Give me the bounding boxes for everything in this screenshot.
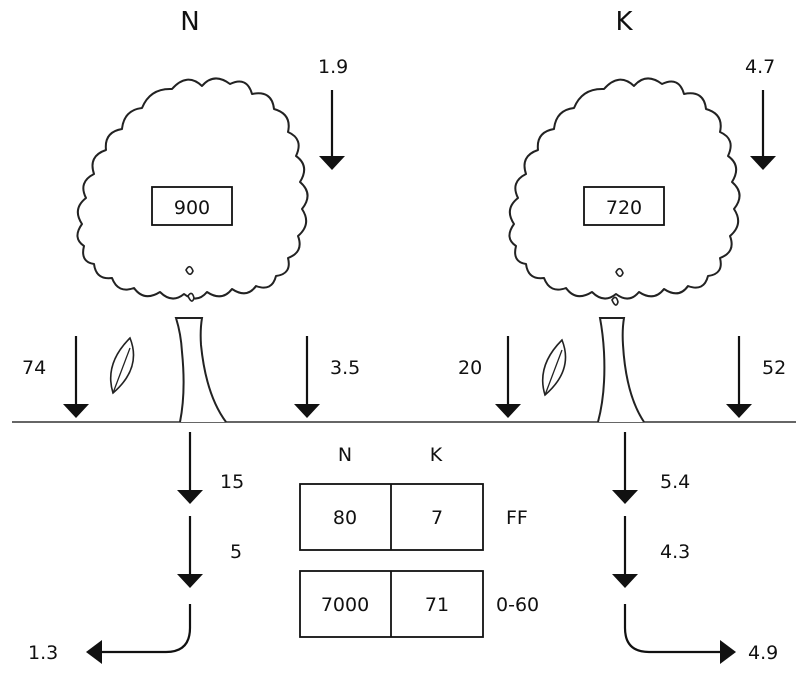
left-crown-value: 900 xyxy=(174,197,210,219)
arrow-left-soil-2 xyxy=(177,516,203,588)
arrow-right-outflow xyxy=(623,604,736,664)
table-cell-0-60-k: 71 xyxy=(425,594,449,616)
table-row-label-0-60: 0-60 xyxy=(496,594,539,616)
left-crown-value-box xyxy=(151,186,233,226)
arrow-left-litterfall xyxy=(63,336,89,418)
right-tree-trunk xyxy=(597,317,645,423)
table-cell-ff-n: 80 xyxy=(333,507,357,529)
right-crown-value-box xyxy=(583,186,665,226)
arrow-right-canopy xyxy=(750,90,776,170)
right-tree: 720 xyxy=(508,77,741,423)
right-tree-knot xyxy=(615,267,624,278)
right-header: K xyxy=(615,7,633,37)
table-col-header-k: K xyxy=(430,444,443,466)
label-right-throughfall: 52 xyxy=(762,357,786,379)
left-tree: 900 xyxy=(76,77,309,423)
right-tree-knot xyxy=(611,296,619,306)
label-right-canopy: 4.7 xyxy=(745,56,775,78)
arrow-left-soil-1 xyxy=(177,432,203,504)
arrow-right-soil-2 xyxy=(612,516,638,588)
label-right-soil-2: 4.3 xyxy=(660,541,690,563)
arrow-right-soil-1 xyxy=(612,432,638,504)
left-tree-knot xyxy=(187,292,195,302)
label-left-canopy: 1.9 xyxy=(318,56,348,78)
label-left-outflow: 1.3 xyxy=(28,642,58,664)
label-right-litterfall: 20 xyxy=(458,357,482,379)
label-right-outflow: 4.9 xyxy=(748,642,778,664)
left-tree-trunk xyxy=(174,317,227,423)
left-header: N xyxy=(180,7,199,37)
label-left-soil-1: 15 xyxy=(220,471,244,493)
arrow-left-outflow xyxy=(86,604,192,664)
soil-table: N K 80 7 FF 7000 71 0-60 xyxy=(299,444,539,638)
table-col-header-n: N xyxy=(338,444,352,466)
label-left-soil-2: 5 xyxy=(230,541,242,563)
right-leaf-icon xyxy=(541,338,567,397)
table-row-label-ff: FF xyxy=(506,507,528,529)
right-crown-value: 720 xyxy=(606,197,642,219)
label-left-litterfall: 74 xyxy=(22,357,46,379)
label-left-throughfall: 3.5 xyxy=(330,357,360,379)
arrow-right-litterfall xyxy=(495,336,521,418)
arrow-left-throughfall xyxy=(294,336,320,418)
left-leaf-icon xyxy=(109,336,135,395)
arrow-left-canopy xyxy=(319,90,345,170)
table-cell-ff-k: 7 xyxy=(431,507,443,529)
label-right-soil-1: 5.4 xyxy=(660,471,690,493)
arrow-right-throughfall xyxy=(726,336,752,418)
table-cell-0-60-n: 7000 xyxy=(321,594,369,616)
left-tree-knot xyxy=(185,265,194,276)
